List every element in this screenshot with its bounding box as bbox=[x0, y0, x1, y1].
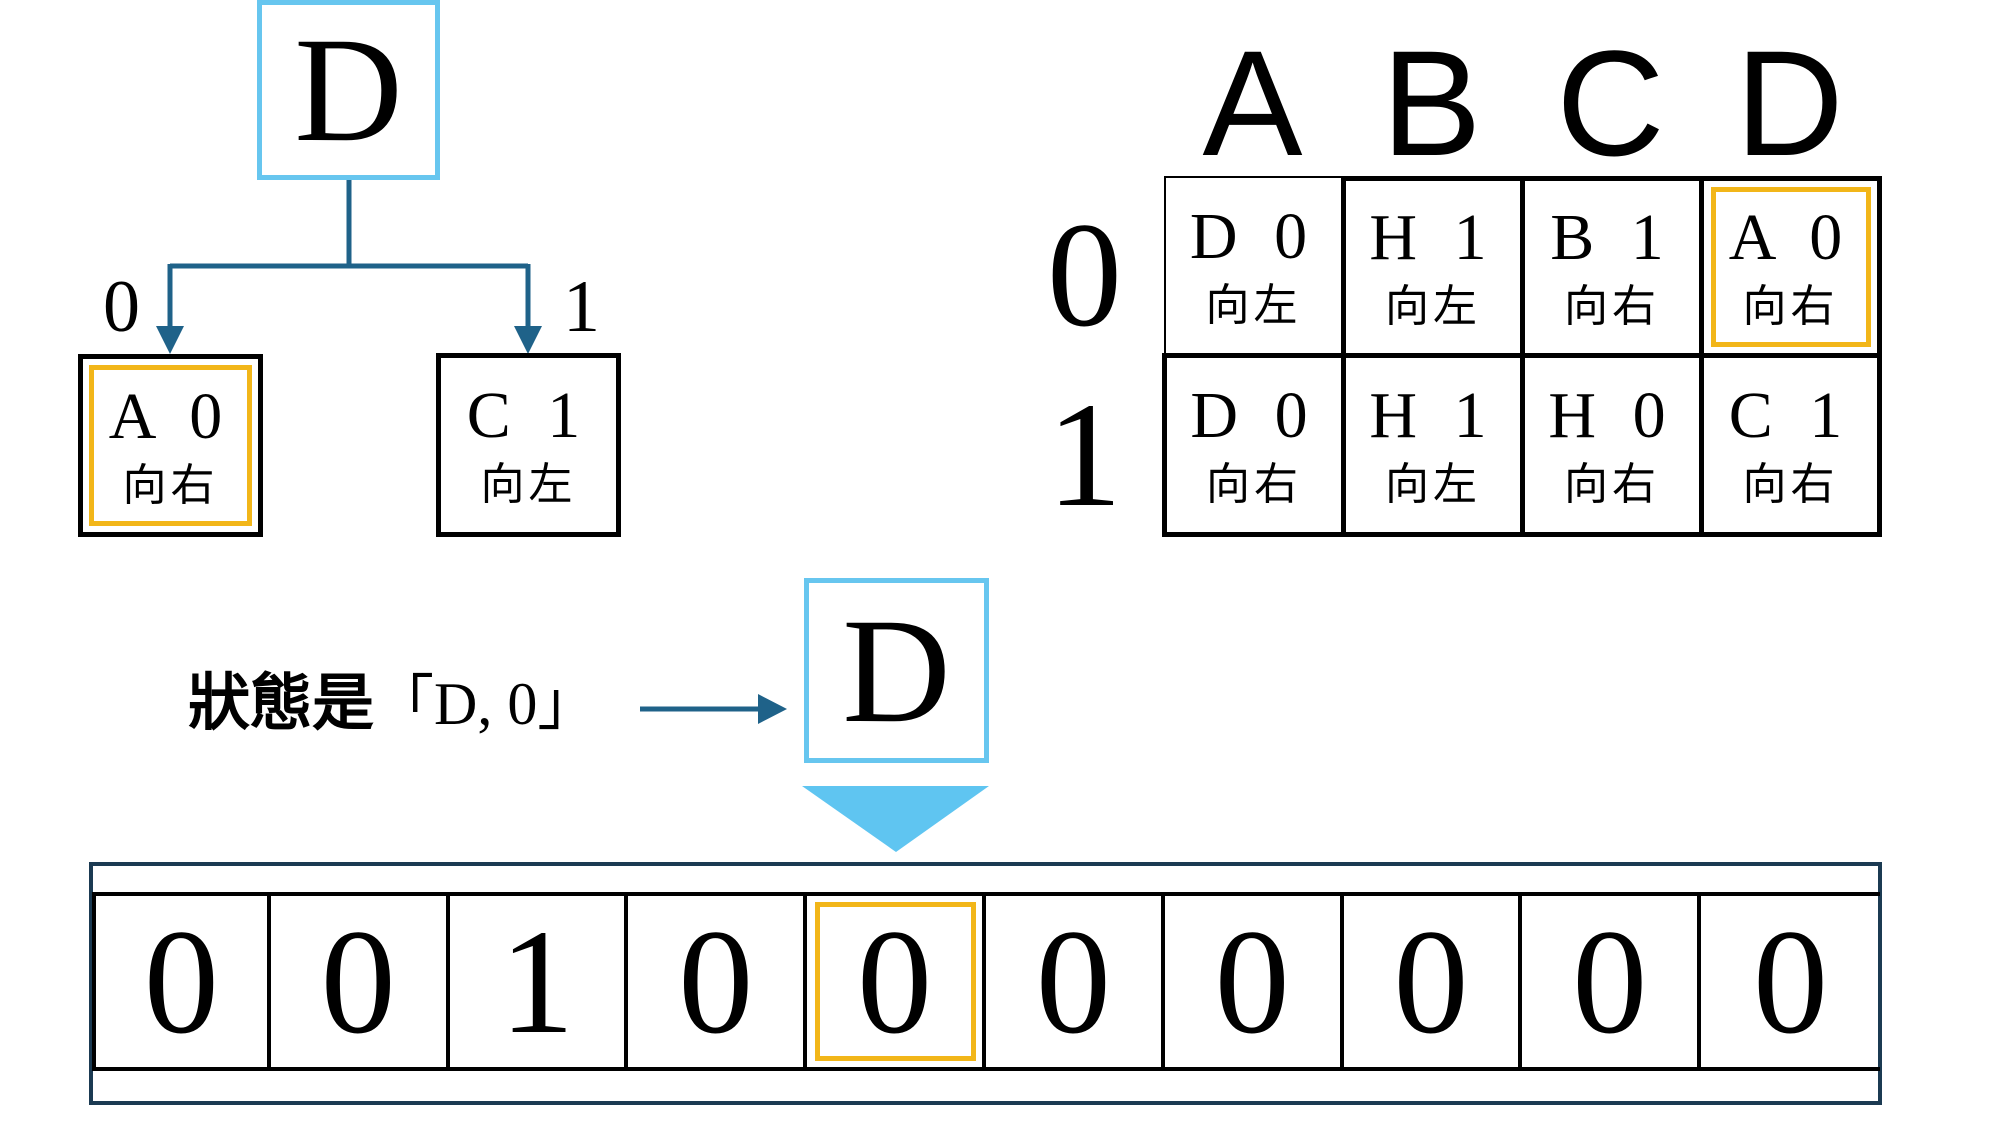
table-column-header-c: C bbox=[1556, 19, 1665, 187]
tape-cell-value: 0 bbox=[1035, 898, 1111, 1065]
tape-cell-value: 1 bbox=[499, 898, 575, 1065]
status-value: 「D, 0」 bbox=[374, 671, 598, 737]
table-cell-write: H 0 bbox=[1548, 379, 1676, 452]
tape-cell-value: 0 bbox=[1753, 898, 1829, 1065]
table-cell-0-d: A 0 向右 bbox=[1699, 176, 1882, 358]
branch-label-1: 1 bbox=[563, 266, 600, 348]
tape-cell: 0 bbox=[807, 896, 986, 1067]
tape-cell-value: 0 bbox=[143, 898, 219, 1065]
head-state-label: D bbox=[842, 587, 951, 754]
tape-cell: 1 bbox=[450, 896, 629, 1067]
tree-action-write: C 1 bbox=[466, 379, 591, 452]
table-column-header-a: A bbox=[1202, 19, 1303, 187]
tape-head-highlight bbox=[815, 902, 976, 1061]
table-cell-0-c: B 1 向右 bbox=[1520, 176, 1704, 358]
tree-branch-1-arrowhead bbox=[514, 326, 542, 354]
tape-cell: 0 bbox=[986, 896, 1165, 1067]
tape-cell: 0 bbox=[1344, 896, 1523, 1067]
branch-label-0: 0 bbox=[103, 266, 140, 348]
table-cell-write: D 0 bbox=[1189, 199, 1318, 273]
tree-action-box-0: A 0 向右 bbox=[78, 354, 263, 537]
table-cell-move: 向右 bbox=[1564, 281, 1660, 332]
tape-cell: 0 bbox=[1701, 896, 1880, 1067]
table-cell-move: 向右 bbox=[1742, 459, 1839, 510]
tree-action-highlight: A 0 向右 bbox=[89, 365, 252, 526]
table-cell-move: 向右 bbox=[1563, 459, 1660, 510]
tape-cell-value: 0 bbox=[1572, 898, 1648, 1065]
table-cell-0-a: D 0 向左 bbox=[1164, 176, 1346, 358]
tape-cell-value: 0 bbox=[1214, 898, 1290, 1065]
head-pointer-triangle bbox=[802, 786, 989, 852]
table-cell-1-c: H 0 向右 bbox=[1520, 353, 1704, 537]
table-cell-1-a: D 0 向右 bbox=[1162, 353, 1346, 537]
table-cell-1-d: C 1 向右 bbox=[1699, 353, 1882, 537]
tree-action-move: 向左 bbox=[480, 459, 577, 510]
table-cell-move: 向左 bbox=[1384, 459, 1481, 510]
tape-cell: 0 bbox=[1522, 896, 1702, 1067]
table-cell-write: H 1 bbox=[1369, 379, 1497, 452]
table-cell-move: 向右 bbox=[1742, 281, 1839, 332]
tape-cell: 0 bbox=[271, 896, 450, 1067]
tape-cell-value: 0 bbox=[320, 898, 396, 1065]
table-row-header-1: 1 bbox=[1047, 372, 1122, 538]
tree-action-move: 向右 bbox=[122, 459, 219, 511]
table-cell-write: C 1 bbox=[1728, 379, 1853, 452]
table-cell-1-b: H 1 向左 bbox=[1341, 353, 1525, 537]
tree-state-label: D bbox=[294, 7, 403, 173]
table-column-header-b: B bbox=[1381, 19, 1482, 187]
tape-cell: 0 bbox=[628, 896, 808, 1067]
table-cell-write: H 1 bbox=[1369, 201, 1497, 274]
table-cell-write: B 1 bbox=[1550, 201, 1674, 274]
tape-cell-value: 0 bbox=[1393, 898, 1469, 1065]
tape-cell-value: 0 bbox=[857, 898, 933, 1065]
table-cell-0-b: H 1 向左 bbox=[1341, 176, 1525, 358]
table-row-header-0: 0 bbox=[1047, 192, 1122, 358]
status-label: 狀態是 bbox=[188, 666, 375, 739]
tree-action-box-1: C 1 向左 bbox=[436, 353, 621, 537]
tape-cell: 0 bbox=[92, 896, 271, 1067]
tree-action-write: A 0 bbox=[108, 379, 233, 453]
table-cell-move: 向左 bbox=[1384, 281, 1481, 332]
tree-state-box: D bbox=[257, 0, 440, 180]
table-cell-write: D 0 bbox=[1190, 379, 1318, 452]
status-caption: 狀態是「D, 0」 bbox=[188, 671, 598, 737]
table-cell-highlight: A 0 向右 bbox=[1710, 187, 1871, 347]
table-cell-write: A 0 bbox=[1728, 201, 1853, 274]
tree-branch-0-arrowhead bbox=[156, 326, 184, 354]
table-cell-move: 向左 bbox=[1205, 279, 1302, 331]
tape-cell-value: 0 bbox=[678, 898, 754, 1065]
status-arrowhead bbox=[758, 694, 787, 724]
tape-cell: 0 bbox=[1165, 896, 1344, 1067]
table-cell-move: 向右 bbox=[1205, 459, 1302, 510]
table-column-header-d: D bbox=[1735, 19, 1844, 187]
head-state-box: D bbox=[804, 578, 989, 763]
